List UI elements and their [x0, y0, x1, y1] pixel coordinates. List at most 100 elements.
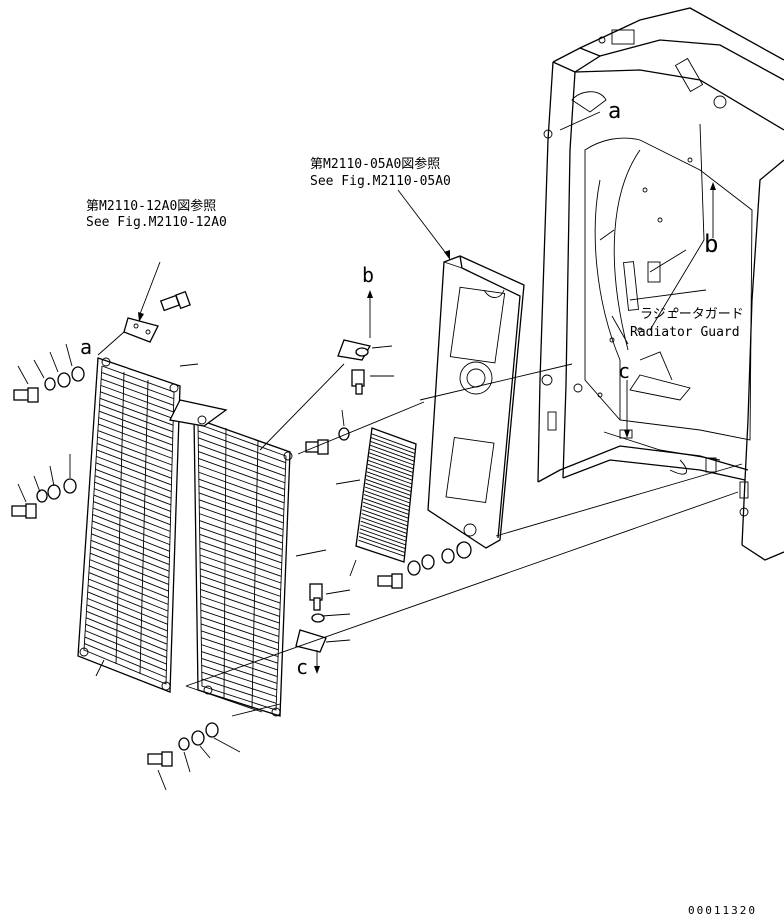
grille-slat: [199, 526, 283, 557]
grille-slat: [98, 417, 173, 446]
grille-slat: [363, 497, 409, 515]
grille-slat: [99, 404, 174, 433]
grille-slat: [201, 664, 277, 691]
grille-slat: [200, 602, 280, 631]
reference-left: 第M2110-12A0図参照 See Fig.M2110-12A0: [86, 198, 227, 230]
grille-slat: [371, 433, 416, 451]
left-grille: [77, 357, 181, 693]
grille-slat: [197, 430, 286, 464]
grille-slat: [84, 643, 167, 678]
grille-slat: [98, 410, 173, 439]
grille-slat: [200, 595, 280, 624]
grille-slat: [91, 526, 170, 559]
part-label-en: Radiator Guard: [630, 325, 740, 340]
grille-slat: [362, 509, 408, 527]
grille-slat: [369, 448, 415, 466]
grille-slat: [201, 637, 278, 664]
grille-slat: [98, 423, 173, 453]
grille-slat: [200, 589, 280, 617]
grille-slat: [198, 444, 286, 477]
part-label-radiator-guard: ラジェータガード Radiator Guard: [630, 307, 744, 340]
grille-slat: [87, 585, 168, 619]
grille-slat: [365, 478, 411, 496]
grille-slat: [370, 440, 415, 458]
grille-slat: [362, 505, 409, 523]
grille-slat: [360, 520, 407, 538]
grille-slat: [87, 591, 168, 625]
grille-slat: [199, 533, 282, 564]
marker-a-left: a: [80, 335, 92, 359]
grille-slat: [200, 568, 281, 597]
grille-slat: [100, 384, 174, 413]
grille-slat: [198, 492, 284, 524]
grille-slat: [96, 449, 172, 479]
grille-slat: [364, 490, 410, 508]
reference-left-en: See Fig.M2110-12A0: [86, 215, 227, 230]
grille-slat: [101, 378, 174, 406]
grille-slat: [200, 575, 281, 604]
grille-slat: [360, 524, 407, 542]
grille-slat: [92, 520, 170, 552]
grille-slat: [89, 559, 169, 592]
marker-a-right: a: [608, 99, 621, 124]
grille-slat: [361, 513, 408, 531]
radiator-frame: [537, 7, 784, 561]
grille-slat: [92, 514, 170, 546]
grille-slat: [198, 464, 285, 497]
grille-slat: [363, 494, 410, 512]
grille-slat: [90, 546, 170, 579]
reference-center: 第M2110-05A0図参照 See Fig.M2110-05A0: [310, 156, 451, 189]
grille-slat: [199, 513, 283, 544]
grille-slat: [97, 430, 173, 459]
grille-slat: [90, 539, 170, 572]
grille-slat: [100, 391, 174, 419]
grille-slat: [86, 604, 168, 638]
grille-slat: [85, 630, 167, 665]
grille-slat: [367, 467, 413, 485]
grille-slat: [200, 609, 280, 637]
grille-slat: [369, 444, 415, 462]
grille-slat: [366, 475, 412, 493]
part-label-jp: ラジェータガード: [640, 307, 744, 322]
grille-slat: [84, 636, 167, 672]
grille-slat: [95, 462, 172, 492]
grille-slat: [358, 539, 405, 557]
grille-slat: [201, 651, 278, 678]
grille-slat: [198, 485, 284, 517]
grille-slat: [200, 623, 279, 651]
grille-slat: [88, 572, 169, 605]
grille-slat: [199, 554, 282, 584]
center-shroud: [427, 255, 525, 554]
grille-slat: [200, 582, 281, 611]
grille-slat: [199, 547, 282, 577]
grille-slat: [93, 494, 171, 526]
grille-slat: [199, 561, 281, 591]
grille-slat: [87, 597, 168, 632]
marker-b-left: b: [362, 263, 374, 287]
grille-slat: [358, 535, 405, 553]
grille-slat: [99, 397, 174, 426]
grille-slat: [89, 552, 169, 585]
grille-slat: [369, 452, 414, 470]
grille-slat: [94, 481, 171, 512]
small-grille: [355, 427, 417, 563]
reference-center-en: See Fig.M2110-05A0: [310, 174, 451, 189]
reference-left-jp: 第M2110-12A0図参照: [86, 198, 216, 214]
grille-slat: [101, 372, 174, 400]
grille-slat: [362, 501, 409, 519]
grille-slat: [200, 616, 279, 644]
grille-slat: [96, 443, 172, 473]
drawing-number: 00011320: [688, 904, 757, 917]
grille-slat: [94, 488, 171, 519]
grille-slat: [359, 532, 406, 550]
marker-c-left: c: [296, 655, 308, 679]
grille-slat: [96, 455, 172, 486]
grille-slat: [199, 540, 282, 571]
grille-slat: [198, 437, 286, 470]
grille-slat: [198, 478, 285, 510]
grille-slat: [365, 482, 411, 500]
grille-slat: [86, 610, 168, 645]
grille-slat: [368, 456, 414, 474]
grille-slat: [364, 486, 411, 504]
